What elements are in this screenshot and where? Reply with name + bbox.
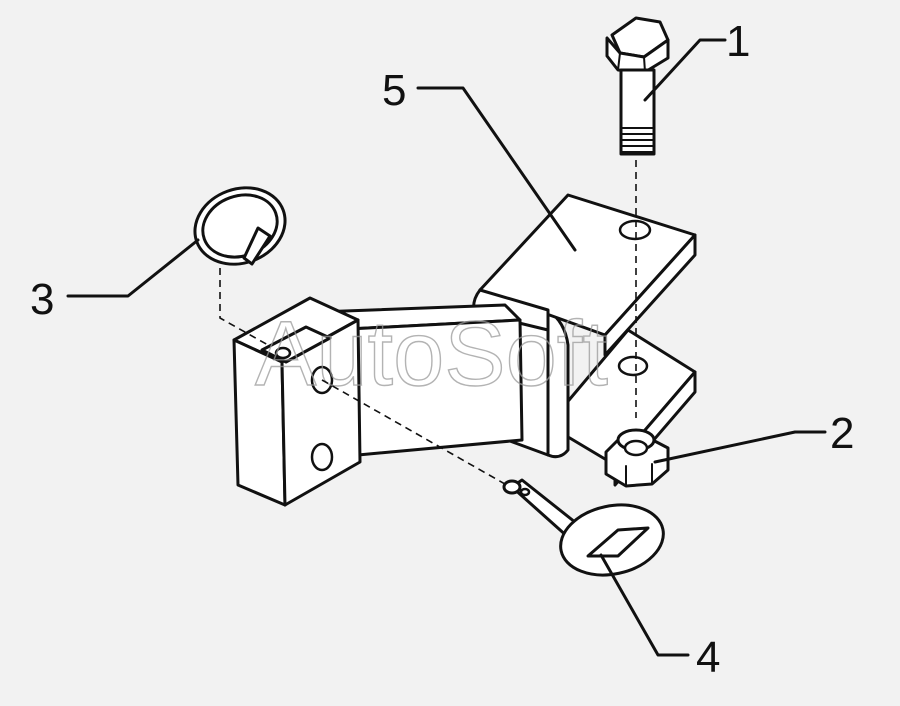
callout-5: 5 [382, 66, 406, 115]
leader-2 [653, 430, 827, 464]
bracket-upper-arm-edge [603, 233, 697, 357]
pin-tip [502, 479, 522, 495]
bracket-upper-hole [618, 219, 652, 241]
leader-4 [599, 553, 690, 657]
ring-clip [242, 226, 272, 266]
pin-cross-hole [519, 487, 531, 497]
callout-1: 1 [726, 17, 750, 66]
bolt-thread [620, 127, 655, 153]
pin-loop-eye [586, 526, 650, 558]
ring-axis-line [219, 268, 269, 346]
watermark-text: AutoSoft [255, 303, 608, 405]
assembly-lines [219, 160, 637, 489]
part-5-bracket [472, 193, 697, 487]
part-3-ring [193, 186, 287, 266]
clevis-top-hole [274, 346, 292, 360]
callout-4: 4 [696, 633, 720, 682]
bracket-lower-hole [617, 355, 649, 377]
pin-axis-line [321, 379, 513, 489]
leader-5 [416, 86, 577, 252]
part-1-bolt [605, 16, 670, 156]
bolt-head-side [605, 36, 670, 74]
part-2-nut [604, 428, 670, 488]
nut-bore [623, 439, 649, 457]
clevis-front-face [280, 318, 362, 507]
leader-lines [66, 38, 827, 657]
callout-2: 2 [830, 409, 854, 458]
part-4-pin [502, 478, 665, 577]
callouts: 1 2 3 4 5 [30, 17, 854, 682]
callout-3: 3 [30, 275, 54, 324]
clevis-lower-hole [310, 442, 334, 472]
leader-3 [66, 238, 200, 298]
leader-1 [643, 38, 727, 102]
bolt-shank [619, 68, 656, 156]
